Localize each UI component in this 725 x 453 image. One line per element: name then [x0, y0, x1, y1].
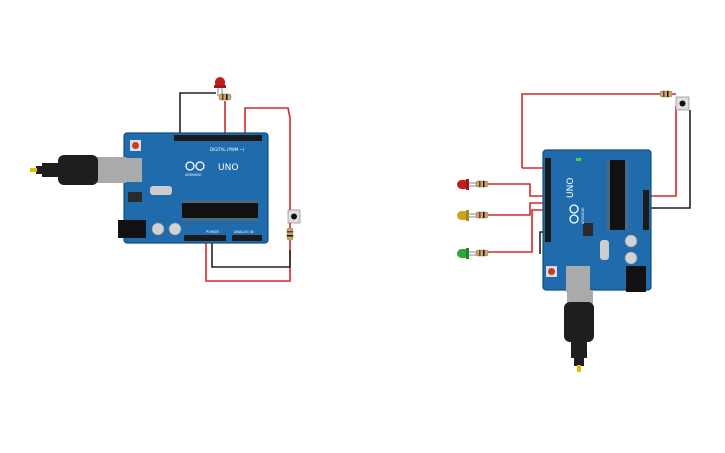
wire-red-led-red[interactable] — [488, 183, 545, 197]
power-header-right[interactable] — [643, 190, 649, 230]
red-led-right[interactable] — [457, 179, 476, 190]
resistor-green-led[interactable] — [475, 249, 489, 257]
power-header-label-left: POWER — [206, 230, 220, 234]
green-led-right[interactable] — [457, 248, 476, 259]
digital-header-left[interactable] — [174, 135, 262, 141]
wire-red-button-right[interactable] — [650, 106, 677, 197]
pushbutton-right[interactable] — [675, 96, 690, 111]
resistor-right-button[interactable] — [659, 90, 673, 98]
power-jack-left[interactable] — [118, 220, 146, 238]
microcontroller-chip-left — [182, 203, 258, 218]
board-model-right: UNO — [566, 178, 576, 198]
wire-black-led[interactable] — [179, 92, 216, 136]
red-led-left[interactable] — [214, 77, 226, 96]
wire-black-button-right[interactable] — [650, 110, 691, 209]
arduino-board-right[interactable]: ARDUINO UNO — [542, 149, 652, 292]
left-wires[interactable] — [179, 92, 291, 282]
power-jack-right[interactable] — [626, 266, 646, 292]
right-circuit[interactable]: ARDUINO UNO — [457, 90, 691, 372]
resistor-left-led[interactable] — [218, 93, 232, 101]
yellow-led-right[interactable] — [457, 210, 476, 221]
usb-cable-left[interactable] — [30, 155, 126, 185]
resistor-left-button[interactable] — [286, 227, 294, 241]
board-model-left: UNO — [218, 163, 238, 173]
right-wires[interactable] — [488, 93, 691, 254]
wire-black-gnd-to-button[interactable] — [211, 236, 291, 268]
microcontroller-chip-right — [610, 160, 625, 230]
digital-header-label-left: DIGITAL (PWM ~) — [210, 147, 245, 152]
pushbutton-left[interactable] — [287, 209, 301, 224]
left-circuit[interactable]: ARDUINO UNO DIGITAL (PWM ~) POWER ANALOG… — [30, 77, 301, 282]
analog-header-label-left: ANALOG IN — [234, 230, 254, 234]
board-brand-right: ARDUINO — [581, 207, 585, 224]
arduino-board-left[interactable]: ARDUINO UNO DIGITAL (PWM ~) POWER ANALOG… — [116, 132, 269, 244]
power-header-left[interactable] — [184, 235, 226, 241]
resistor-red-led[interactable] — [475, 180, 489, 188]
board-brand-left: ARDUINO — [185, 173, 202, 177]
wire-red-led-green[interactable] — [488, 209, 545, 253]
resistor-yellow-led[interactable] — [475, 211, 489, 219]
analog-header-left[interactable] — [232, 235, 262, 241]
wire-red-pin-to-button[interactable] — [205, 107, 291, 282]
usb-port-right[interactable] — [566, 266, 590, 292]
wire-red-led-yellow[interactable] — [488, 202, 545, 216]
usb-cable-right[interactable] — [564, 290, 594, 372]
digital-header-right[interactable] — [545, 158, 551, 242]
